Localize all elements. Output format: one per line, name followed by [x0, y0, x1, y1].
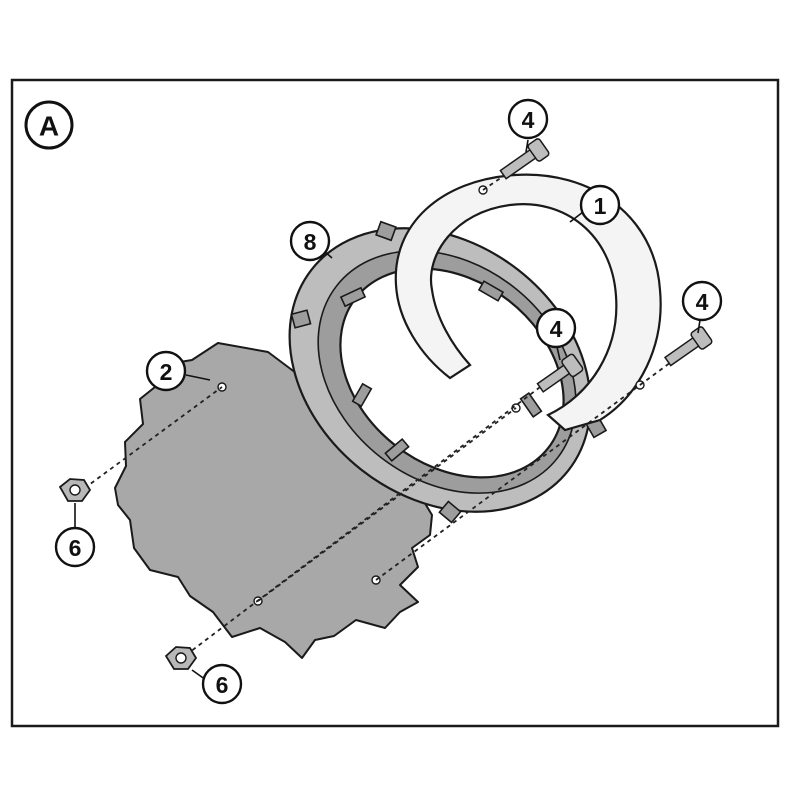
callout-number: 1: [594, 193, 607, 219]
callout-part-4: 4: [535, 307, 577, 349]
callout-part-8: 8: [289, 220, 331, 262]
leader-line: [185, 374, 211, 381]
diagram-frame: [10, 78, 780, 728]
callout-number: 4: [696, 289, 709, 315]
assembly-line: [257, 407, 517, 602]
hex-nut: [164, 646, 198, 670]
bolt: [663, 326, 713, 367]
assembly-line: [77, 386, 223, 494]
callout-number: 4: [522, 107, 535, 133]
callout-number: 2: [160, 359, 173, 385]
panel-label: A: [24, 100, 74, 150]
callout-part-1: 1: [579, 184, 621, 226]
callout-part-4: 4: [681, 280, 723, 322]
leader-line: [556, 346, 561, 361]
callout-number: 4: [550, 316, 563, 342]
hex-nut: [58, 478, 92, 502]
callout-part-4: 4: [507, 98, 549, 140]
panel-label-text: A: [39, 111, 59, 142]
bolt: [536, 353, 584, 393]
callout-part-6: 6: [54, 526, 96, 568]
leader-line: [569, 211, 584, 223]
assembly-line: [185, 371, 561, 656]
leader-line: [697, 319, 701, 334]
callout-number: 6: [69, 535, 82, 561]
callout-part-6: 6: [201, 663, 243, 705]
bolt: [499, 138, 550, 180]
callout-part-2: 2: [145, 350, 187, 392]
callout-number: 8: [304, 229, 317, 255]
leader-line: [525, 139, 529, 153]
callout-number: 6: [216, 672, 229, 698]
assembly-line: [375, 384, 641, 581]
